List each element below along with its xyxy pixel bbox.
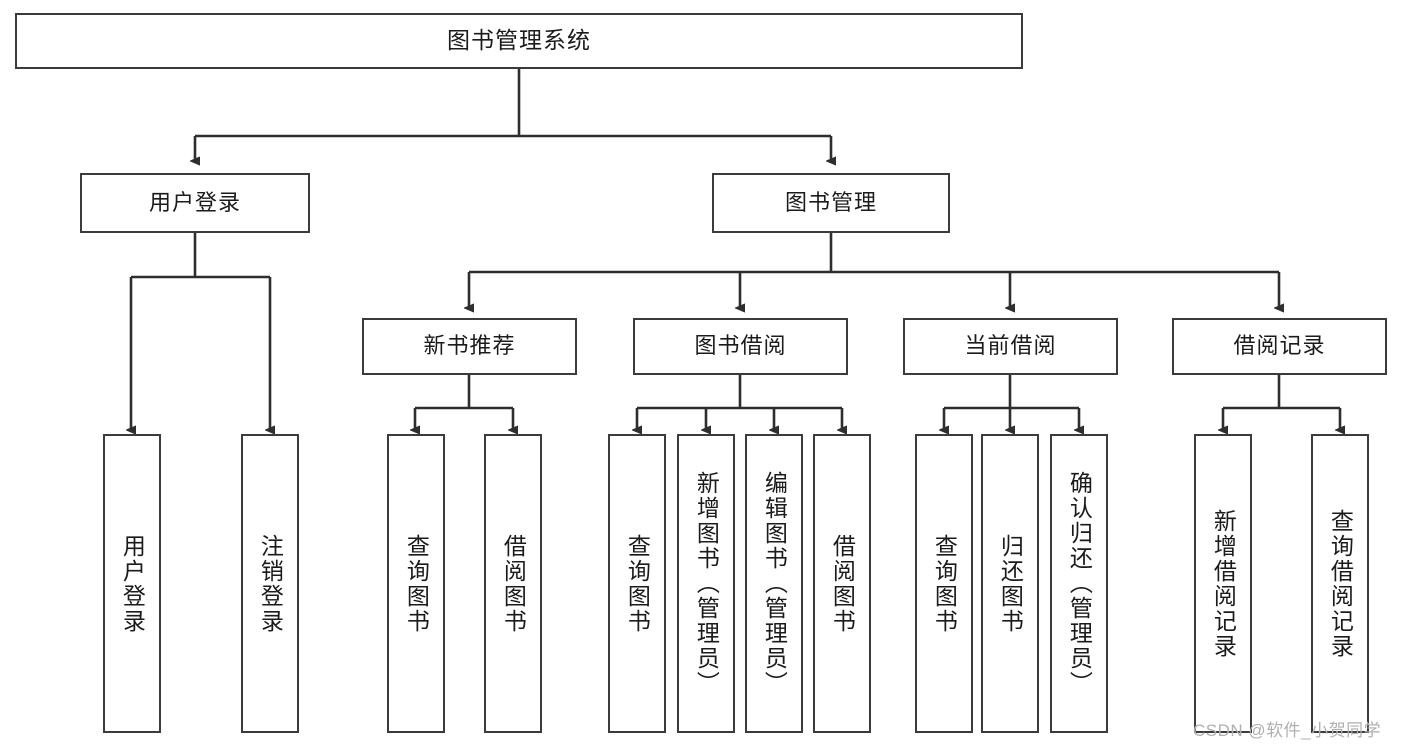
node-label: 借阅记录 xyxy=(1233,333,1326,359)
node-label: 新书推荐 xyxy=(423,333,516,359)
csdn-watermark: CSDN @软件_小贺同学 xyxy=(1193,721,1382,740)
node-label: 图书管理 xyxy=(784,189,877,215)
leaf-user-login-logout[interactable]: 注销登录 xyxy=(241,434,299,733)
node-label: 图书管理系统 xyxy=(447,27,591,54)
node-label: 确认归还（管理员） xyxy=(1066,471,1093,696)
leaf-current-return-books[interactable]: 归还图书 xyxy=(981,434,1039,733)
node-label: 图书借阅 xyxy=(694,333,787,359)
leaf-borrow-edit-book-admin[interactable]: 编辑图书（管理员） xyxy=(745,434,803,733)
node-label: 新增借阅记录 xyxy=(1210,508,1237,659)
leaf-new-book-query-books[interactable]: 查询图书 xyxy=(387,434,445,733)
node-root-library-management-system[interactable]: 图书管理系统 xyxy=(15,13,1023,69)
leaf-new-book-borrow-books[interactable]: 借阅图书 xyxy=(484,434,542,733)
node-label: 归还图书 xyxy=(997,533,1024,634)
node-label: 用户登录 xyxy=(148,189,241,215)
leaf-user-login-login[interactable]: 用户登录 xyxy=(103,434,161,733)
leaf-borrow-add-book-admin[interactable]: 新增图书（管理员） xyxy=(677,434,735,733)
node-label: 新增图书（管理员） xyxy=(693,471,720,696)
leaf-current-query-books[interactable]: 查询图书 xyxy=(915,434,973,733)
node-label: 当前借阅 xyxy=(964,333,1057,359)
leaf-borrow-borrow-books[interactable]: 借阅图书 xyxy=(813,434,871,733)
node-user-login[interactable]: 用户登录 xyxy=(80,173,310,233)
node-book-management[interactable]: 图书管理 xyxy=(712,173,950,233)
node-book-borrowing[interactable]: 图书借阅 xyxy=(633,318,848,375)
node-label: 查询借阅记录 xyxy=(1327,508,1354,659)
node-label: 用户登录 xyxy=(119,533,146,634)
leaf-record-query-borrow-record[interactable]: 查询借阅记录 xyxy=(1311,434,1369,733)
node-current-borrowing[interactable]: 当前借阅 xyxy=(903,318,1118,375)
leaf-record-add-borrow-record[interactable]: 新增借阅记录 xyxy=(1194,434,1252,733)
node-label: 查询图书 xyxy=(403,533,430,634)
node-label: 查询图书 xyxy=(624,533,651,634)
node-label: 借阅图书 xyxy=(829,533,856,634)
node-borrowing-records[interactable]: 借阅记录 xyxy=(1172,318,1387,375)
node-label: 编辑图书（管理员） xyxy=(761,471,788,696)
node-new-book-recommendation[interactable]: 新书推荐 xyxy=(362,318,577,375)
node-label: 查询图书 xyxy=(931,533,958,634)
leaf-current-confirm-return-admin[interactable]: 确认归还（管理员） xyxy=(1050,434,1108,733)
leaf-borrow-query-books[interactable]: 查询图书 xyxy=(608,434,666,733)
node-label: 借阅图书 xyxy=(500,533,527,634)
node-label: 注销登录 xyxy=(257,533,284,634)
